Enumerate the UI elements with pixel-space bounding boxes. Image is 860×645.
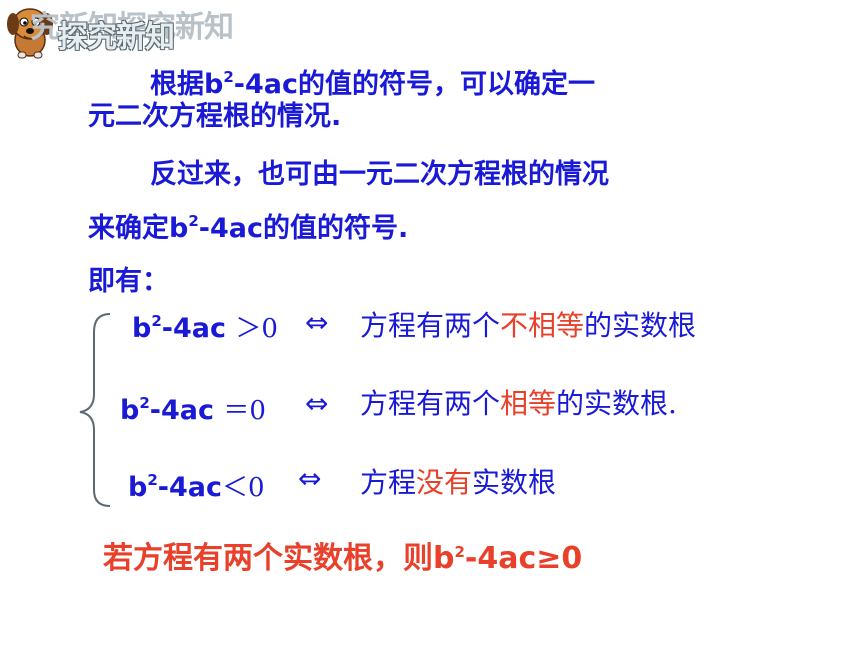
- p1-text-pre: 根据b: [150, 69, 224, 100]
- condition-expr-2: b2-4ac ＝0: [120, 390, 266, 427]
- p2-superscript: 2: [188, 212, 199, 230]
- res1-pre: 方程有两个: [360, 309, 501, 342]
- header-title: 探究新知: [58, 20, 175, 55]
- cond3-relation: ＜0: [221, 473, 265, 503]
- res3-pre: 方程: [360, 466, 417, 499]
- header-title-shadow: 究新知探究新知: [30, 10, 234, 45]
- cond1-rest: -4ac: [161, 313, 226, 344]
- iff-arrow-3: ⇔: [298, 462, 322, 495]
- paragraph-1-line-1: 根据b2-4ac的值的符号，可以确定一: [150, 53, 595, 109]
- res1-highlight: 不相等: [500, 309, 585, 342]
- paragraph-1-line-2: 元二次方程根的情况.: [88, 101, 342, 132]
- condition-result-2: 方程有两个相等的实数根.: [360, 382, 677, 422]
- cond2-sup: 2: [139, 394, 150, 412]
- conclusion-sup: 2: [454, 543, 465, 561]
- cond1-b: b: [132, 313, 152, 344]
- res2-post: 的实数根.: [556, 387, 677, 420]
- conclusion-post: -4ac≥0: [464, 541, 583, 576]
- res3-highlight: 没有: [416, 466, 473, 499]
- paragraph-2-line-2: 来确定b2-4ac的值的符号.: [88, 197, 408, 253]
- cond3-sup: 2: [147, 471, 158, 489]
- condition-result-3: 方程没有实数根: [360, 461, 556, 501]
- condition-result-1: 方程有两个不相等的实数根: [360, 304, 696, 344]
- dog-mascot-icon: [7, 8, 53, 59]
- condition-expr-3: b2-4ac＜0: [128, 467, 265, 504]
- cond2-b: b: [120, 395, 140, 426]
- cond2-relation: ＝0: [223, 396, 266, 426]
- intro-text: 即有：: [88, 266, 169, 297]
- res2-highlight: 相等: [500, 387, 557, 420]
- cond2-rest: -4ac: [149, 395, 214, 426]
- res3-post: 实数根: [472, 466, 557, 499]
- condition-expr-1: b2-4ac ＞0: [132, 308, 278, 345]
- conclusion-pre: 若方程有两个实数根，则b: [103, 541, 455, 576]
- iff-arrow-1: ⇔: [305, 306, 329, 339]
- res1-post: 的实数根: [584, 309, 697, 342]
- p1-superscript: 2: [223, 68, 234, 86]
- cond3-rest: -4ac: [157, 472, 222, 503]
- p1-text-post: -4ac的值的符号，可以确定一: [233, 69, 595, 100]
- left-brace: [79, 313, 111, 507]
- paragraph-2-line-1: 反过来，也可由一元二次方程根的情况: [150, 159, 609, 190]
- conclusion: 若方程有两个实数根，则b2-4ac≥0: [103, 533, 582, 577]
- p2-text-pre: 来确定b: [88, 213, 189, 244]
- p2-text-post: -4ac的值的符号.: [198, 213, 409, 244]
- res2-pre: 方程有两个: [360, 387, 501, 420]
- cond1-relation: ＞0: [235, 314, 278, 344]
- iff-arrow-2: ⇔: [305, 387, 329, 420]
- cond1-sup: 2: [151, 312, 162, 330]
- cond3-b: b: [128, 472, 148, 503]
